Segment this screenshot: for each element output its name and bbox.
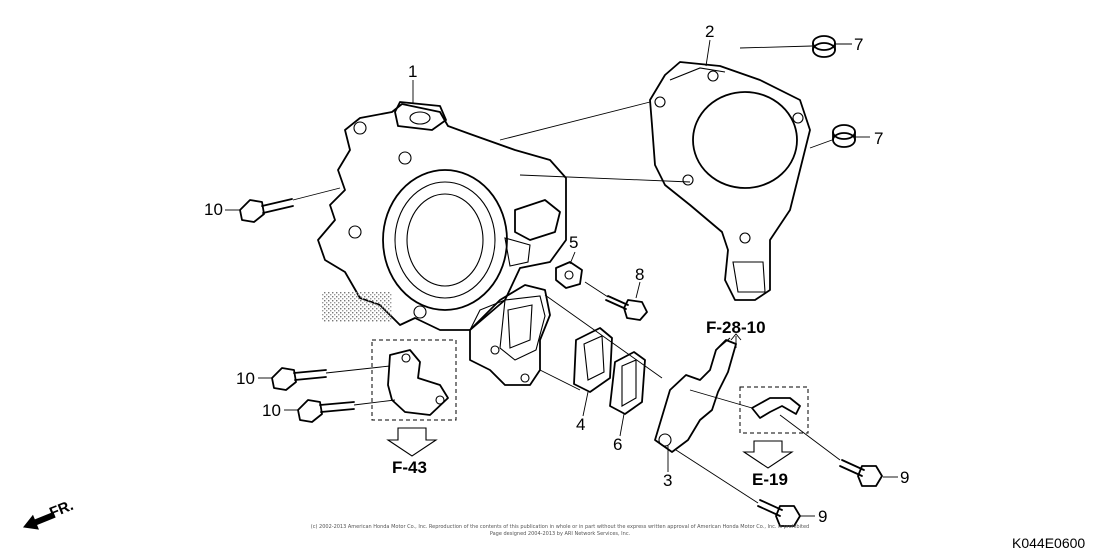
ref-e-19[interactable]: E-19	[752, 470, 788, 489]
callout-8: 8	[635, 265, 644, 284]
front-label: FR.	[47, 497, 76, 522]
callout-10-lower: 10	[262, 401, 281, 420]
intake-bracket	[469, 284, 551, 386]
diagram-code: K044E0600	[1012, 535, 1085, 551]
callout-9-right: 9	[900, 468, 909, 487]
callout-1: 1	[408, 62, 417, 81]
callout-3: 3	[663, 471, 672, 490]
copyright-line-1: (c) 2002-2013 American Honda Motor Co., …	[311, 524, 809, 530]
cylinder-gasket-part-2[interactable]	[649, 61, 811, 301]
intake-pipe-part-3[interactable]	[654, 337, 737, 453]
clip-e19-group	[739, 386, 809, 469]
callout-5: 5	[569, 233, 578, 252]
callout-10-upper: 10	[204, 200, 223, 219]
dowel-pin-upper-part-7[interactable]	[812, 35, 836, 58]
leader-lines	[225, 39, 898, 517]
callout-7-lower: 7	[874, 129, 883, 148]
bolt-upper-left-part-10[interactable]	[239, 198, 294, 223]
bolt-right-part-9[interactable]	[839, 459, 883, 487]
callout-4: 4	[576, 415, 585, 434]
front-direction-arrow	[22, 511, 56, 530]
bolt-part-8[interactable]	[605, 295, 648, 321]
callout-7-upper: 7	[854, 35, 863, 54]
dowel-pin-lower-part-7[interactable]	[832, 124, 856, 148]
callout-10-middle: 10	[236, 369, 255, 388]
copyright-line-2: Page designed 2004-2013 by ARI Network S…	[490, 531, 631, 537]
bolt-lower-left-part-10[interactable]	[297, 399, 355, 423]
ref-f-43[interactable]: F-43	[392, 458, 427, 477]
bracket-f43-group	[371, 339, 457, 457]
cylinder-part-1[interactable]	[317, 101, 567, 331]
callout-2: 2	[705, 22, 714, 41]
callout-6: 6	[613, 435, 622, 454]
f28-10-arrow	[730, 333, 742, 348]
callout-9-bottom: 9	[818, 507, 827, 526]
reed-valve-part-4[interactable]	[573, 327, 613, 393]
intake-gasket-part-6[interactable]	[609, 351, 646, 415]
clip-part-5[interactable]	[555, 261, 583, 289]
bolt-middle-left-part-10[interactable]	[271, 367, 327, 391]
bolt-bottom-part-9[interactable]	[757, 499, 801, 527]
ref-f-28-10[interactable]: F-28-10	[706, 318, 766, 337]
